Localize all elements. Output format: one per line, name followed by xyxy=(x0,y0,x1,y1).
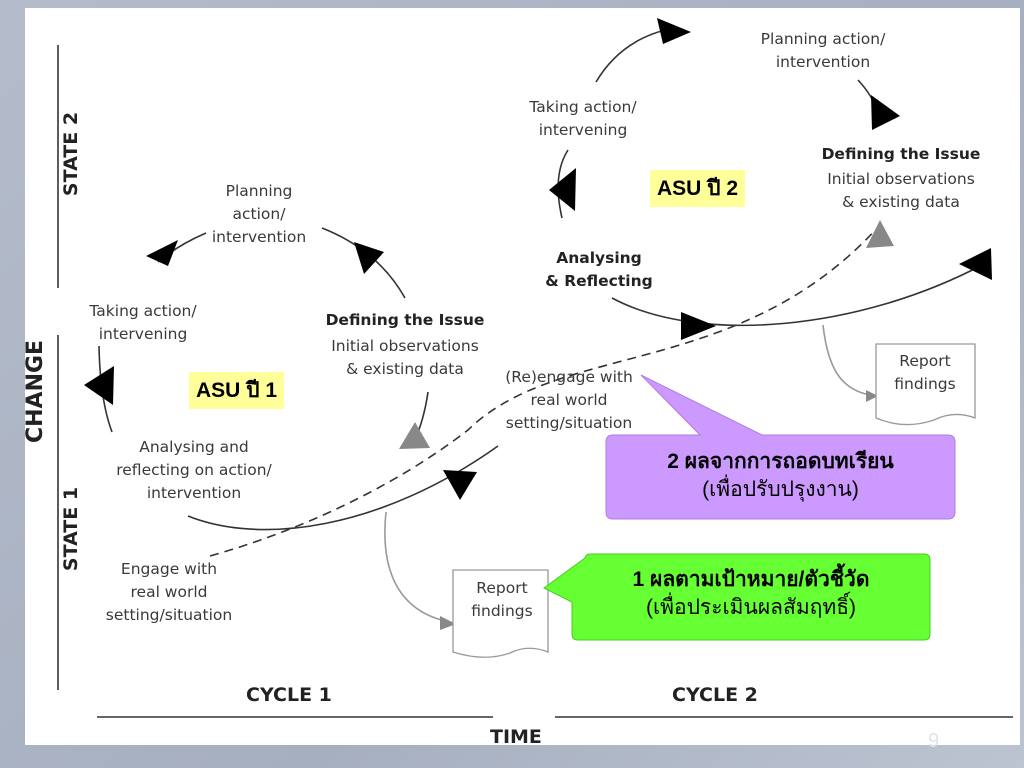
arrow-head xyxy=(866,220,894,248)
cycle2-analysing-label: Analysing & Reflecting xyxy=(545,249,653,290)
cycle2-defining-issue-body: Initial observations & existing data xyxy=(827,170,975,211)
cycle2-arc-left xyxy=(557,149,569,219)
cycle1-taking-action-label: Taking action/ intervening xyxy=(89,302,197,343)
arrow-head xyxy=(440,616,456,630)
green-callout-line1: 1 ผลตามเป้าหมาย/ตัวชี้วัด xyxy=(632,568,870,591)
report2-connector xyxy=(822,324,877,397)
time-axis-label: TIME xyxy=(490,726,542,748)
change-axis-label: CHANGE xyxy=(23,339,48,443)
cycle2-reengage-label: (Re)engage with real world setting/situa… xyxy=(505,368,633,432)
cycle1-analysing-label: Analysing and reflecting on action/ inte… xyxy=(116,438,272,502)
green-callout: 1 ผลตามเป้าหมาย/ตัวชี้วัด (เพื่อประเมินผ… xyxy=(572,566,930,622)
purple-callout-shape xyxy=(605,374,956,520)
cycle1-engage-label: Engage with real world setting/situation xyxy=(105,560,233,624)
cycle1-defining-issue-body: Initial observations & existing data xyxy=(331,337,479,378)
purple-callout: 2 ผลจากการถอดบทเรียน (เพื่อปรับปรุงงาน) xyxy=(606,448,955,504)
arrow-head xyxy=(681,312,716,340)
cycle2-bottom-curve xyxy=(611,263,985,327)
arrow-head xyxy=(399,422,430,449)
report-findings-1-label: Report findings xyxy=(471,579,533,620)
cycle2-axis-label: CYCLE 2 xyxy=(672,684,758,706)
state2-axis-label: STATE 2 xyxy=(60,111,82,197)
green-callout-line2: (เพื่อประเมินผลสัมฤทธิ์) xyxy=(645,596,857,619)
arrow-head xyxy=(354,242,384,274)
report1-connector xyxy=(384,511,451,623)
report-findings-2-label: Report findings xyxy=(894,352,956,393)
arrow-head xyxy=(146,240,178,266)
report-findings-2-box xyxy=(875,343,976,426)
asu-year1-label: ASU ปี 1 xyxy=(189,372,285,409)
green-callout-shape xyxy=(543,553,931,641)
arrow-head xyxy=(657,18,691,44)
arrow-head xyxy=(549,168,576,211)
cycle1-planning-label: Planning action/ intervention xyxy=(211,182,307,246)
cycle1-axis-label: CYCLE 1 xyxy=(246,684,332,706)
report-findings-1-box xyxy=(452,569,549,658)
cycle2-taking-action-label: Taking action/ intervening xyxy=(529,98,637,139)
state1-axis-label: STATE 1 xyxy=(60,486,82,572)
cycle2-defining-issue-title: Defining the Issue xyxy=(821,145,981,163)
cycle1-defining-issue-title: Defining the Issue xyxy=(325,311,485,329)
cycle2-planning-label: Planning action/ intervention xyxy=(760,30,886,71)
page-number: 9 xyxy=(928,730,940,752)
action-research-diagram xyxy=(57,18,1013,718)
purple-callout-line1: 2 ผลจากการถอดบทเรียน xyxy=(667,450,894,473)
asu-year2-label: ASU ปี 2 xyxy=(650,170,746,207)
arrow-head xyxy=(84,366,114,405)
purple-callout-line2: (เพื่อปรับปรุงงาน) xyxy=(702,478,859,501)
arrow-head xyxy=(866,390,878,402)
arrow-head xyxy=(959,248,992,280)
arrow-head xyxy=(871,95,900,130)
arrow-head xyxy=(443,470,477,500)
